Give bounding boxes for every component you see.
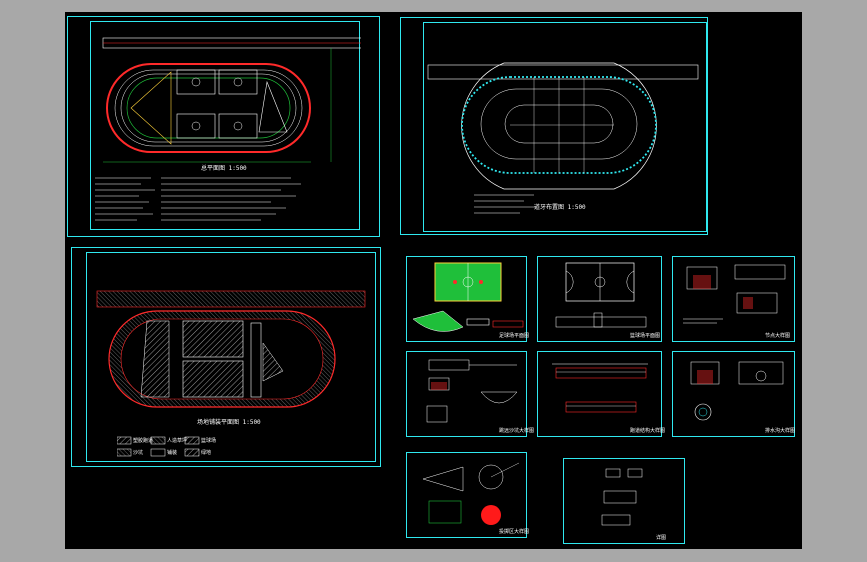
curb-layout-drawing — [427, 62, 699, 214]
legend-item-3: 篮球场 — [201, 438, 217, 444]
details-drawing — [601, 468, 643, 526]
legend-item-4: 沙坑 — [133, 450, 144, 456]
sheet-paving-plan[interactable]: 塑胶跑道 人造草坪 篮球场 沙坑 铺装 绿地 场地铺装平面图 1:500 — [71, 247, 381, 467]
sheet-master-plan[interactable]: 总平面图 1:500 — [67, 16, 380, 237]
drain-detail-drawing — [690, 361, 784, 421]
throwing-area-drawing — [422, 462, 520, 525]
sheet-football-field[interactable]: 足球场平面图 — [406, 256, 530, 342]
sheet-9-caption: 排水沟大样图 — [765, 428, 796, 434]
sheet-3-caption: 场地铺装平面图 1:500 — [197, 419, 261, 426]
legend-item-6: 绿地 — [201, 450, 212, 456]
sheet-6-caption: 节点大样图 — [765, 333, 791, 339]
sheet-10-caption: 投掷区大样图 — [499, 529, 530, 535]
sheet-7-caption: 跳远沙坑大样图 — [499, 428, 535, 434]
sandpit-detail-drawing — [426, 359, 518, 423]
track-structure-drawing — [552, 363, 648, 413]
sheet-node-details[interactable]: 节点大样图 — [672, 256, 795, 342]
sheet-curb-layout[interactable]: 道牙布置图 1:500 — [400, 17, 708, 235]
sheet-drain-detail[interactable]: 排水沟大样图 — [672, 351, 795, 437]
paving-plan-drawing — [96, 290, 366, 408]
sheet-inner-frame: 总平面图 1:500 — [90, 21, 361, 230]
node-details-drawing — [683, 264, 786, 324]
sheet-1-caption: 总平面图 1:500 — [201, 165, 247, 172]
sheet-inner-frame: 道牙布置图 1:500 — [423, 22, 707, 232]
sheet-5-caption: 篮球场平面图 — [630, 333, 661, 339]
legend-item-1: 塑胶跑道 — [133, 438, 154, 444]
sheet-2-caption-a: 道牙布置图 1:500 — [534, 204, 586, 211]
sheet-basketball-court[interactable]: 篮球场平面图 — [537, 256, 662, 342]
drawing-canvas[interactable]: 总平面图 1:500 道牙布置图 1:500 — [65, 12, 802, 549]
master-plan-drawing — [95, 37, 361, 221]
legend-item-2: 人造草坪 — [167, 438, 188, 444]
sheet-inner-frame: 塑胶跑道 人造草坪 篮球场 沙坑 铺装 绿地 场地铺装平面图 1:500 — [86, 252, 376, 462]
sheet-throwing-area[interactable]: 投掷区大样图 — [406, 452, 530, 538]
sheet-sandpit-detail[interactable]: 跳远沙坑大样图 — [406, 351, 534, 437]
legend: 塑胶跑道 人造草坪 篮球场 沙坑 铺装 绿地 — [117, 435, 277, 459]
basketball-court-drawing — [555, 262, 647, 328]
sheet-track-structure[interactable]: 跑道结构大样图 — [537, 351, 666, 437]
sheet-8-caption: 跑道结构大样图 — [630, 428, 666, 434]
football-field-drawing — [412, 262, 524, 332]
sheet-4-caption: 足球场平面图 — [499, 333, 530, 339]
sheet-details[interactable]: 详图 — [563, 458, 685, 544]
legend-item-5: 铺装 — [167, 450, 178, 456]
sheet-11-caption: 详图 — [656, 535, 667, 541]
